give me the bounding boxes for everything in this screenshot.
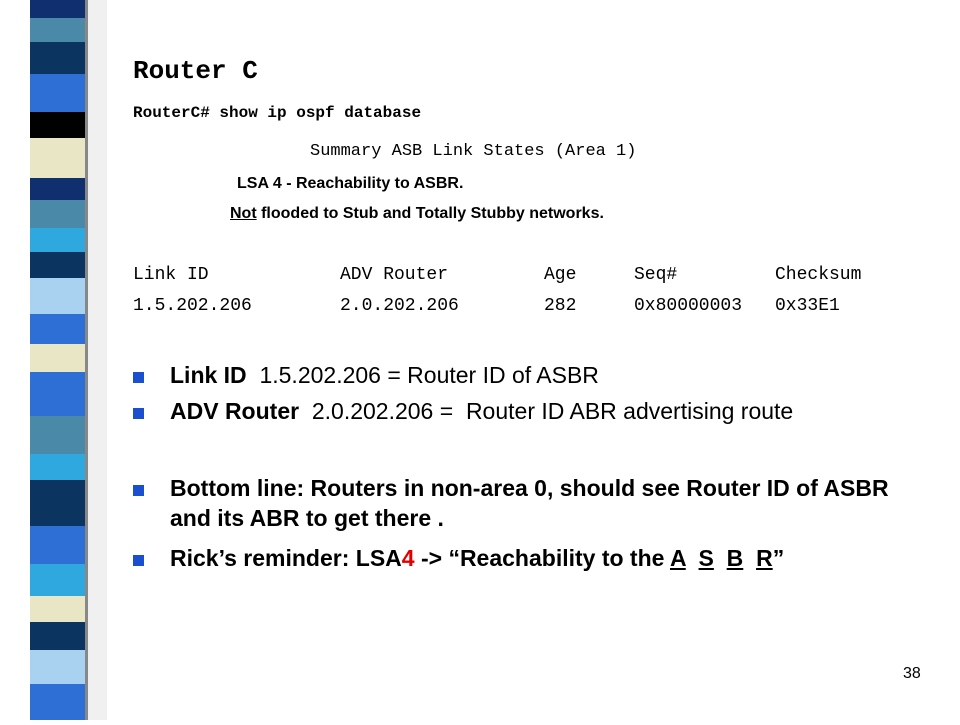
table-cell-link-id: 1.5.202.206 (133, 296, 252, 316)
lsa-description: LSA 4 - Reachability to ASBR. (237, 175, 464, 192)
reminder-end: ” (772, 545, 785, 571)
reminder-letter-b: B (726, 545, 744, 571)
bullet-adv-router: ADV Router 2.0.202.206 = Router ID ABR a… (170, 396, 930, 426)
reminder-red-number: 4 (401, 545, 415, 571)
page-number: 38 (903, 665, 921, 682)
table-header-age: Age (544, 265, 577, 285)
summary-header: Summary ASB Link States (Area 1) (310, 142, 637, 161)
table-cell-checksum: 0x33E1 (775, 296, 840, 316)
bullet-adv-router-bold: ADV Router (170, 398, 300, 424)
reminder-mid: -> “Reachability to the (414, 545, 670, 571)
flooding-note-rest: flooded to Stub and Totally Stubby netwo… (256, 205, 604, 222)
table-header-checksum: Checksum (775, 265, 862, 285)
bullet-link-id: Link ID 1.5.202.206 = Router ID of ASBR (170, 360, 930, 390)
table-cell-age: 282 (544, 296, 577, 316)
bullet-square-icon (133, 408, 144, 419)
table-header-seq: Seq# (634, 265, 678, 285)
reminder-letter-r: R (756, 545, 773, 571)
stripe-graphic (0, 0, 110, 720)
bullet-link-id-bold: Link ID (170, 362, 247, 388)
table-cell-adv-router: 2.0.202.206 (340, 296, 459, 316)
table-header-link-id: Link ID (133, 265, 209, 285)
decorative-left-stripe (0, 0, 110, 720)
bullet-adv-router-text: 2.0.202.206 = Router ID ABR advertising … (299, 398, 794, 424)
bullet-square-icon (133, 485, 144, 496)
slide-title: Router C (133, 56, 258, 86)
command-line: RouterC# show ip ospf database (133, 104, 422, 122)
flooding-note: Not flooded to Stub and Totally Stubby n… (230, 205, 604, 223)
reminder-pre: Rick’s reminder: LSA (170, 545, 402, 571)
bullet-reminder: Rick’s reminder: LSA4 -> “Reachability t… (170, 543, 930, 573)
bullet-bottom-line: Bottom line: Routers in non-area 0, shou… (170, 475, 889, 531)
reminder-letter-s: S (698, 545, 714, 571)
not-word: Not (230, 205, 257, 222)
table-cell-seq: 0x80000003 (634, 296, 743, 316)
bullet-link-id-text: 1.5.202.206 = Router ID of ASBR (246, 362, 599, 388)
bullet-square-icon (133, 555, 144, 566)
table-header-adv-router: ADV Router (340, 265, 449, 285)
bullet-square-icon (133, 372, 144, 383)
reminder-letter-a: A (669, 545, 686, 571)
